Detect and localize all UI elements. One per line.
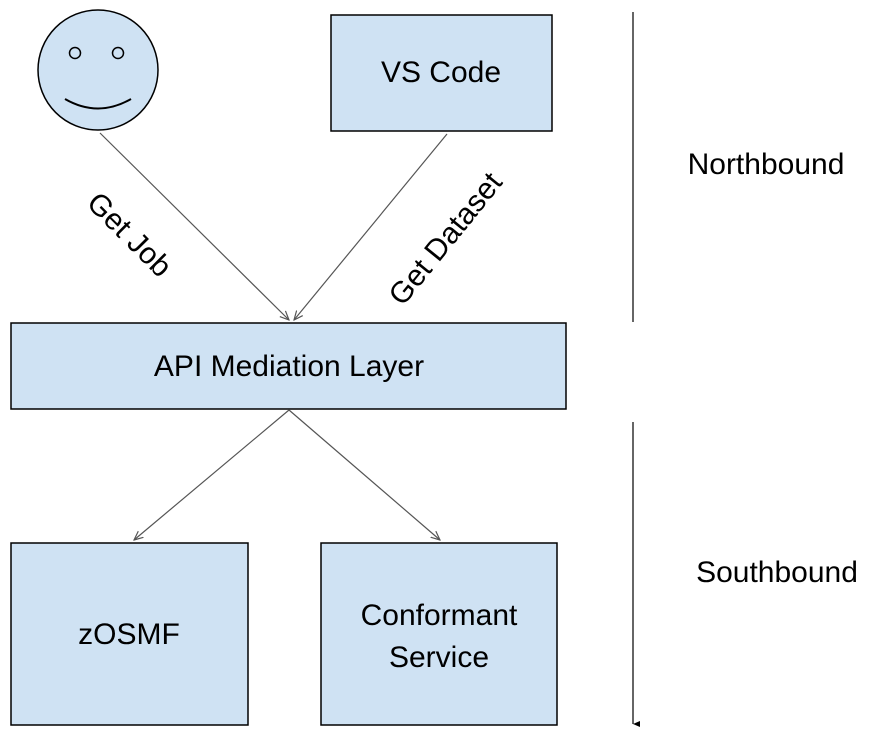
user-right-eye bbox=[111, 46, 125, 60]
user-face-circle bbox=[37, 9, 159, 131]
api-mediation-layer-node: API Mediation Layer bbox=[10, 322, 567, 410]
zosmf-node: zOSMF bbox=[10, 542, 249, 726]
southbound-label: Southbound bbox=[696, 556, 858, 589]
user-smile bbox=[64, 98, 132, 110]
conformant-service-label-line1: Conformant bbox=[361, 599, 518, 632]
get-job-label: Get Job bbox=[80, 186, 178, 284]
vs-code-box bbox=[330, 14, 553, 132]
to-zosmf-arrow bbox=[134, 409, 290, 540]
user-left-eye bbox=[68, 46, 82, 60]
zosmf-label: zOSMF bbox=[78, 618, 180, 651]
zosmf-box bbox=[10, 542, 249, 726]
user-smiley-icon bbox=[37, 9, 159, 131]
vs-code-node: VS Code bbox=[330, 14, 553, 132]
get-dataset-label: Get Dataset bbox=[383, 166, 510, 312]
api-mediation-layer-box bbox=[10, 322, 567, 410]
northbound-label: Northbound bbox=[688, 148, 845, 181]
api-mediation-layer-label: API Mediation Layer bbox=[154, 350, 424, 383]
conformant-service-box bbox=[320, 542, 558, 726]
to-conformant-service-arrow bbox=[288, 409, 440, 540]
conformant-service-label-line2: Service bbox=[389, 641, 489, 674]
vs-code-label: VS Code bbox=[381, 56, 501, 89]
get-dataset-arrow bbox=[294, 133, 448, 320]
conformant-service-node: Conformant Service bbox=[320, 542, 558, 726]
get-job-arrow bbox=[99, 132, 289, 320]
